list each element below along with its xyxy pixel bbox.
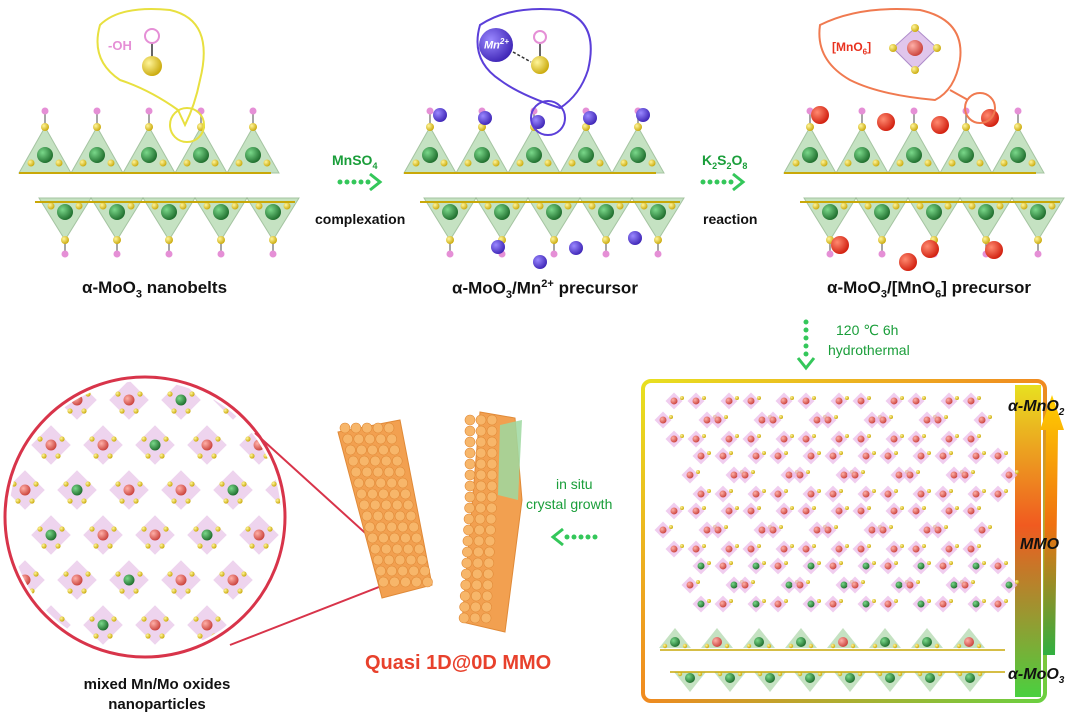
stage2-label: α-MoO3/Mn2+ precursor bbox=[452, 278, 638, 302]
stage3-label: α-MoO3/[MnO6] precursor bbox=[827, 278, 1032, 301]
alpha-moo3-label: α-MoO3 bbox=[1008, 666, 1065, 687]
nanoparticles-label-line1: mixed Mn/Mo oxides bbox=[83, 676, 231, 693]
composition-arrow bbox=[1040, 395, 1064, 655]
hydrothermal-arrow bbox=[796, 319, 816, 371]
complexation-label: complexation bbox=[315, 211, 406, 227]
gradient-bar bbox=[1015, 385, 1041, 697]
k2s2o8-label: K2S2O8 bbox=[702, 152, 748, 171]
reaction-arrow bbox=[700, 172, 746, 192]
hydrothermal-temp-label: 120 ℃ 6h bbox=[836, 322, 899, 338]
nanobelt-rod-2 bbox=[458, 411, 523, 633]
nanoparticles-label-line2: nanoparticles bbox=[108, 696, 206, 713]
oh-callout bbox=[96, 8, 205, 143]
lattice-frame bbox=[641, 379, 1047, 703]
crystal-growth-label: crystal growth bbox=[526, 496, 613, 512]
complexation-arrow bbox=[337, 172, 383, 192]
mmo-lattice bbox=[654, 392, 1019, 692]
mn2-label: Mn2+ bbox=[484, 37, 510, 52]
oh-label: -OH bbox=[108, 38, 132, 53]
in-situ-label: in situ bbox=[556, 476, 593, 492]
magnifier-circle bbox=[3, 375, 287, 659]
reaction-label: reaction bbox=[703, 211, 758, 227]
crystal-growth-arrow bbox=[550, 527, 598, 547]
quasi-mmo-label: Quasi 1D@0D MMO bbox=[365, 652, 552, 674]
mmo-label: MMO bbox=[1020, 536, 1060, 553]
mn2-callout bbox=[476, 8, 592, 136]
mnso4-label: MnSO4 bbox=[332, 152, 378, 171]
nanobelt-rod-1 bbox=[337, 419, 433, 599]
alpha-mno2-label: α-MnO2 bbox=[1008, 398, 1065, 419]
mno6-label: [MnO6] bbox=[832, 40, 872, 57]
hydrothermal-label: hydrothermal bbox=[828, 342, 910, 358]
stage1-label: α-MoO3 nanobelts bbox=[82, 278, 228, 301]
moo3-layer-structures bbox=[18, 106, 1065, 271]
mno6-callout bbox=[818, 8, 996, 124]
